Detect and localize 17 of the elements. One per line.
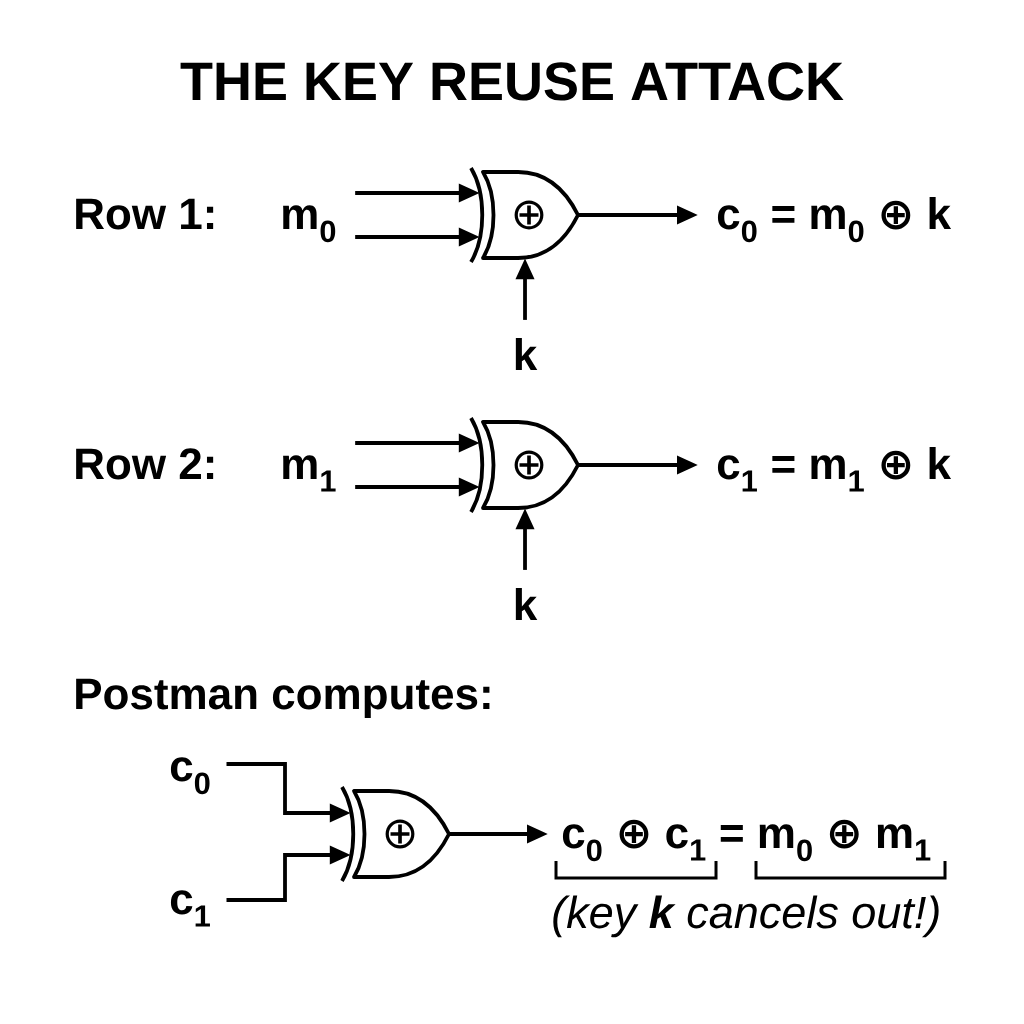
annotation-text: (key k cancels out!) (553, 895, 939, 938)
output-equation: c$_{0}$ = m$_{0}$ ⊕ k (717, 197, 952, 243)
input-label: m$_{0}$ (283, 205, 336, 243)
xor-gate: ⊕ (469, 167, 580, 263)
input-label: c$_{0}$ (170, 757, 210, 795)
key-label: k (515, 338, 538, 370)
input-label: c$_{1}$ (170, 890, 210, 927)
input-label: m$_{1}$ (283, 455, 336, 492)
xor-gate: ⊕ (469, 417, 580, 513)
key-label: k (515, 588, 538, 620)
row-label: Row 2: (76, 448, 214, 480)
row-label: Row 1: (76, 198, 214, 230)
xor-gate: ⊕ (340, 786, 451, 882)
result-equation: c$_{0}$ ⊕ c$_{1}$ = m$_{0}$ ⊕ m$_{1}$ (562, 819, 931, 862)
section-heading: Postman computes: (76, 678, 490, 719)
title: THE KEY REUSE ATTACK (180, 62, 844, 101)
output-equation: c$_{1}$ = m$_{1}$ ⊕ k (717, 447, 952, 492)
